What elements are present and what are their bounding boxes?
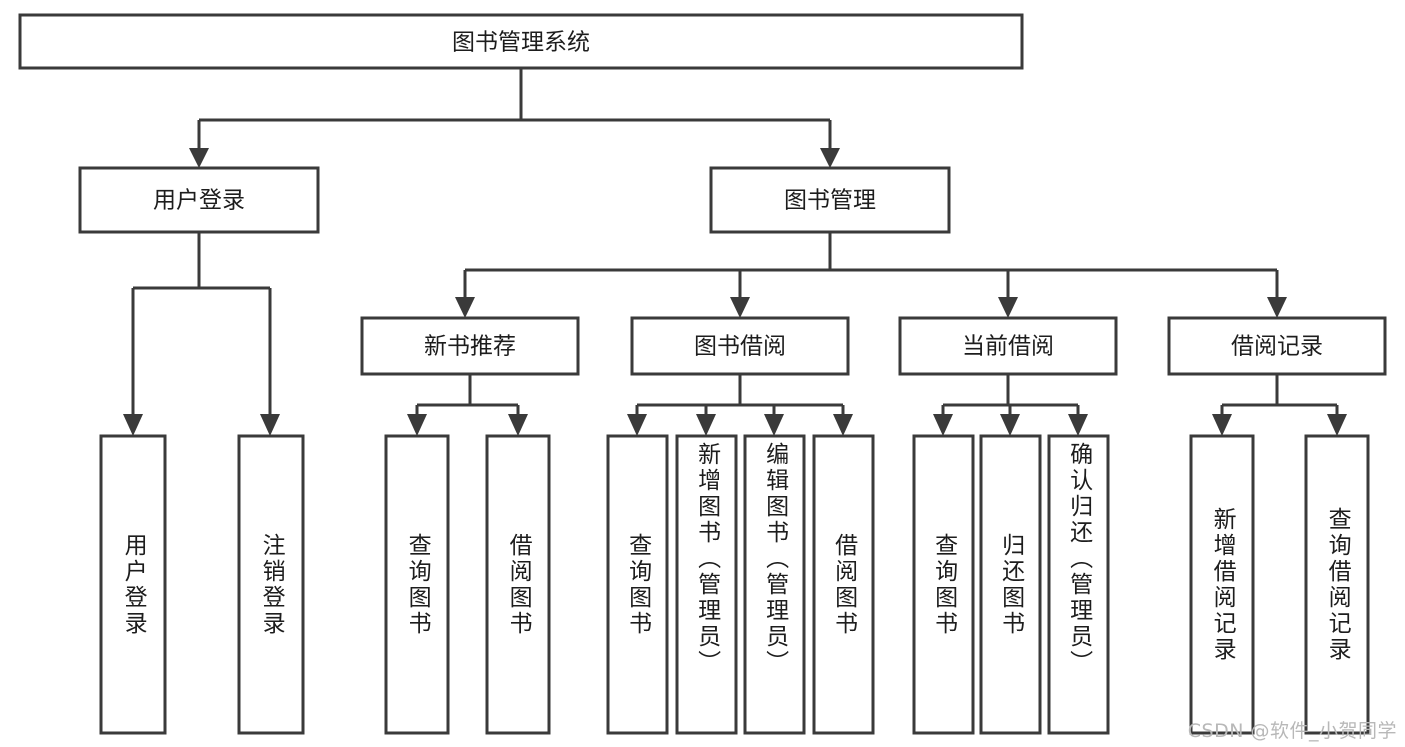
node-new-book-recommend-rect[interactable]: [360, 316, 580, 376]
arrow-head-user-login: [189, 148, 209, 168]
node-leaf-confirm-return-rect[interactable]: [1047, 434, 1110, 735]
arrow-head-borrow-records: [1267, 297, 1287, 318]
arrow-head-new-book-recommend: [455, 297, 475, 318]
node-leaf-query-book-3-rect[interactable]: [912, 434, 975, 735]
node-leaf-logout-rect[interactable]: [237, 434, 305, 735]
node-book-borrow[interactable]: 图书借阅: [630, 316, 850, 376]
arrow-head-leaf-confirm-return: [1068, 414, 1088, 436]
node-leaf-borrow-book-2-rect[interactable]: [812, 434, 875, 735]
node-book-borrow-label: 图书借阅: [694, 334, 786, 360]
arrow-head-leaf-query-book-1: [407, 414, 427, 436]
node-leaf-borrow-book-1-rect[interactable]: [485, 434, 551, 735]
node-user-login[interactable]: 用户登录: [78, 166, 320, 234]
arrow-head-leaf-borrow-book-2: [833, 414, 853, 436]
node-current-borrow[interactable]: 当前借阅: [898, 316, 1118, 376]
arrow-head-current-borrow: [998, 297, 1018, 318]
node-leaf-add-book-rect[interactable]: [675, 434, 738, 735]
node-current-borrow-label: 当前借阅: [962, 334, 1054, 360]
node-root-label: 图书管理系统: [452, 30, 590, 56]
node-new-book-recommend[interactable]: 新书推荐: [360, 316, 580, 376]
arrow-head-leaf-return-book: [1000, 414, 1020, 436]
arrow-head-leaf-borrow-book-1: [508, 414, 528, 436]
node-leaf-edit-book-rect[interactable]: [743, 434, 806, 735]
arrow-head-leaf-query-record: [1327, 414, 1347, 436]
arrow-head-book-borrow: [730, 297, 750, 318]
arrow-head-leaf-add-book: [696, 414, 716, 436]
connector-layer: [123, 68, 1347, 436]
node-layer: 图书管理系统 用户登录 图书管理 新书推荐 图书借阅 当前借阅 借阅记录: [18, 13, 1387, 735]
node-leaf-add-record-rect[interactable]: [1189, 434, 1255, 735]
arrow-head-leaf-query-book-3: [933, 414, 953, 436]
node-leaf-query-book-1-rect[interactable]: [384, 434, 450, 735]
node-leaf-user-login-rect[interactable]: [99, 434, 167, 735]
arrow-head-leaf-add-record: [1212, 414, 1232, 436]
arrow-head-book-management: [820, 148, 840, 168]
node-user-login-label: 用户登录: [153, 188, 245, 214]
node-borrow-records-label: 借阅记录: [1231, 334, 1323, 360]
node-user-login-rect[interactable]: [78, 166, 320, 234]
node-borrow-records[interactable]: 借阅记录: [1167, 316, 1387, 376]
arrow-head-leaf-user-login: [123, 414, 143, 436]
node-new-book-recommend-label: 新书推荐: [424, 334, 516, 360]
node-book-management[interactable]: 图书管理: [709, 166, 951, 234]
node-leaf-query-book-2-rect[interactable]: [606, 434, 669, 735]
node-root-rect[interactable]: [18, 13, 1024, 70]
arrow-head-leaf-logout: [260, 414, 280, 436]
node-leaf-query-record-rect[interactable]: [1304, 434, 1370, 735]
node-borrow-records-rect[interactable]: [1167, 316, 1387, 376]
node-current-borrow-rect[interactable]: [898, 316, 1118, 376]
node-root[interactable]: 图书管理系统: [18, 13, 1024, 70]
arrow-head-leaf-query-book-2: [627, 414, 647, 436]
node-book-management-rect[interactable]: [709, 166, 951, 234]
node-book-management-label: 图书管理: [784, 188, 876, 214]
arrow-head-leaf-edit-book: [764, 414, 784, 436]
node-book-borrow-rect[interactable]: [630, 316, 850, 376]
node-leaf-return-book-rect[interactable]: [979, 434, 1042, 735]
